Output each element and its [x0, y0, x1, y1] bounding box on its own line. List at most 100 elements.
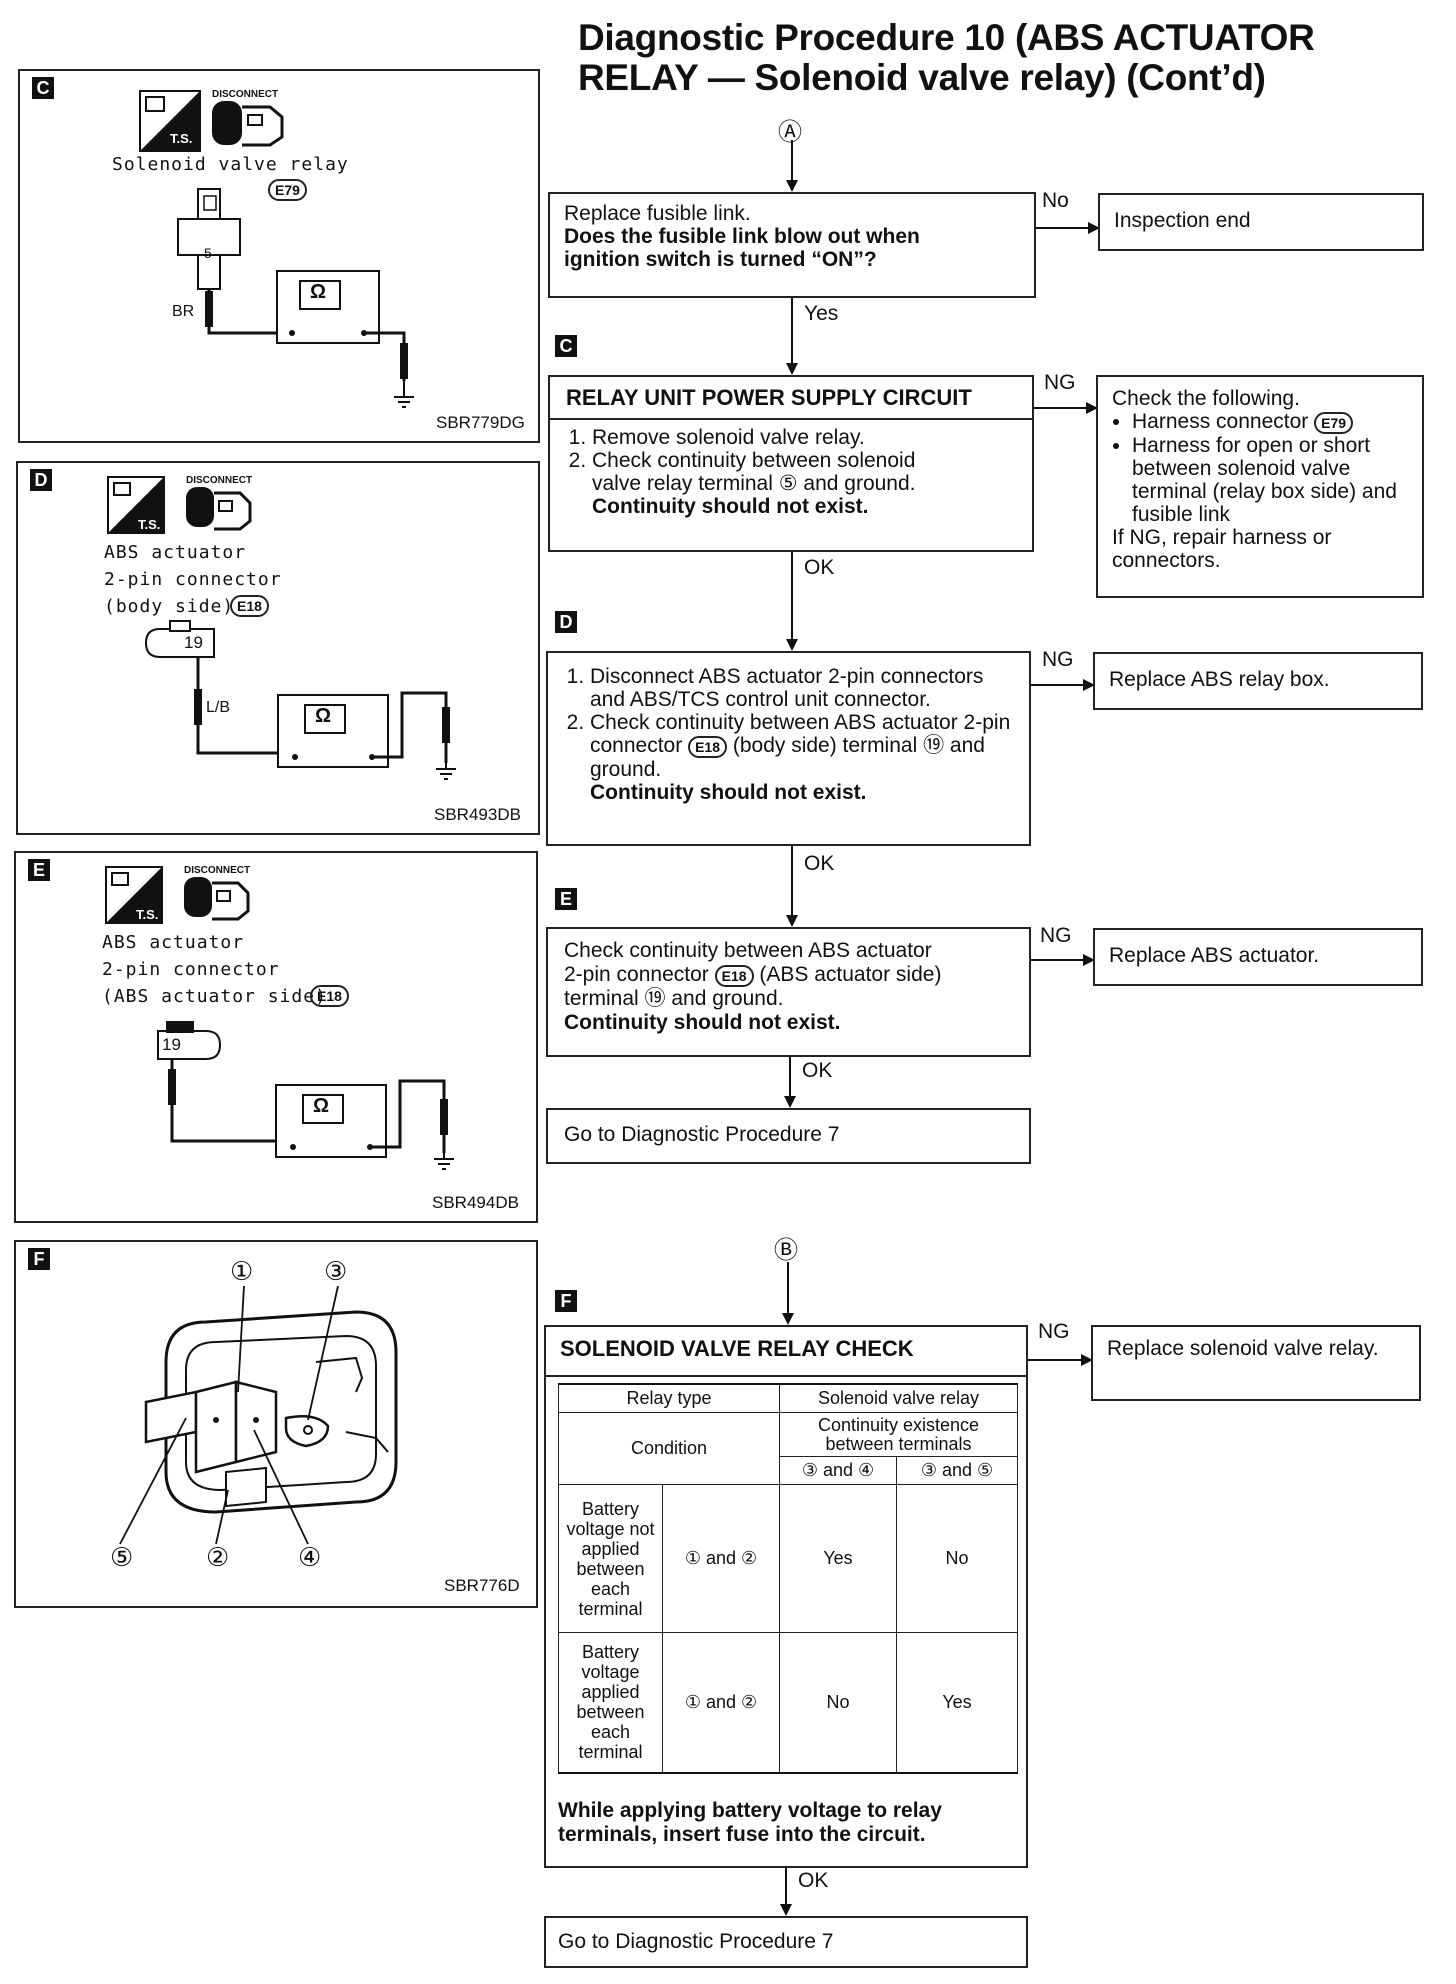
figure-e-code: SBR494DB: [432, 1193, 519, 1212]
goto-procedure-7-box-2: Go to Diagnostic Procedure 7: [544, 1916, 1028, 1968]
step-letter-d: D: [555, 611, 577, 633]
goto-procedure-7-text-2: Go to Diagnostic Procedure 7: [558, 1930, 834, 1953]
figure-d-code: SBR493DB: [434, 805, 521, 824]
row1-c1: Yes: [779, 1484, 897, 1633]
figure-d-letter: D: [30, 469, 52, 491]
step3-ng-label: NG: [1042, 648, 1074, 671]
figure-c-wire: BR: [172, 303, 195, 320]
step3-item2c: Continuity should not exist.: [590, 781, 867, 804]
figure-e-caption-3: (ABS actuator side): [102, 986, 327, 1007]
relay-type-label: Relay type: [558, 1383, 780, 1413]
step5-result-text: Replace solenoid valve relay.: [1107, 1337, 1379, 1360]
figure-d-wire: L/B: [206, 699, 231, 716]
figure-c-conn-e79: E79: [268, 179, 307, 201]
row1-terminals: ① and ②: [662, 1484, 780, 1633]
step1-question-1: Does the fusible link blow out when: [564, 225, 920, 248]
terminal-1-label: ①: [230, 1256, 254, 1286]
figure-d-disconnect: DISCONNECT: [186, 475, 253, 486]
figure-f: F ① ③ ⑤ ② ④ SBR776D: [14, 1240, 538, 1608]
disconnect-icon: [184, 877, 250, 921]
step1-yes-label: Yes: [804, 302, 839, 325]
step2-result-item1: Harness connector E79: [1132, 410, 1408, 434]
step3-item2: Check continuity between ABS actuator 2-…: [590, 711, 1013, 804]
figure-d: D DISCONNECT T.S. ABS actuator 2-pin con…: [16, 461, 540, 835]
continuity-label: Continuity existence between terminals: [779, 1412, 1018, 1457]
connector-badge-e18-actuator: E18: [714, 965, 754, 987]
row1-condition: Battery voltage not applied between each…: [558, 1484, 663, 1633]
terminal-5-label: ⑤: [110, 1542, 134, 1572]
terminal-4-label: ④: [298, 1542, 322, 1572]
figure-d-drawing: [107, 476, 456, 780]
tester-icon: [105, 866, 163, 924]
step5-header: SOLENOID VALVE RELAY CHECK: [546, 1327, 1026, 1377]
step2-result-item1-text: Harness connector: [1132, 410, 1309, 433]
figure-e-caption-2: 2-pin connector: [102, 959, 280, 980]
figure-d-conn-wrap: E18: [230, 595, 269, 617]
title-line-1: Diagnostic Procedure 10 (ABS ACTUATOR: [578, 17, 1315, 58]
step1-box: Replace fusible link. Does the fusible l…: [548, 192, 1036, 298]
step2-item2b: valve relay terminal ⑤ and ground.: [592, 472, 916, 495]
row2-c1: No: [779, 1632, 897, 1774]
figure-d-caption-2: 2-pin connector: [104, 569, 282, 590]
step2-box: RELAY UNIT POWER SUPPLY CIRCUIT Remove s…: [548, 375, 1034, 552]
marker-b: Ⓑ: [774, 1237, 798, 1264]
step3-item2a: Check continuity between ABS actuator 2-…: [590, 711, 1011, 757]
condition-label: Condition: [558, 1412, 780, 1485]
figure-c-code: SBR779DG: [436, 413, 525, 432]
relay-type-value: Solenoid valve relay: [779, 1383, 1018, 1413]
step4-box: Check continuity between ABS actuator 2-…: [546, 927, 1031, 1057]
figure-e-meter: Ω: [313, 1095, 330, 1117]
step4-line3: terminal ⑲ and ground.: [564, 987, 784, 1010]
step3-item1: Disconnect ABS actuator 2-pin connectors…: [590, 665, 1013, 711]
step2-item2: Check continuity between solenoid valve …: [592, 449, 1016, 518]
figure-d-terminal: 19: [184, 633, 203, 652]
figure-e-drawing: [105, 866, 454, 1170]
table-row: Battery voltage applied between each ter…: [558, 1632, 1018, 1774]
figure-d-caption-3: (body side): [104, 596, 235, 617]
step1-line1: Replace fusible link.: [564, 202, 751, 225]
step3-result-box: Replace ABS relay box.: [1093, 652, 1423, 710]
step2-item2c: Continuity should not exist.: [592, 495, 869, 518]
row2-terminals: ① and ②: [662, 1632, 780, 1774]
step2-result-title: Check the following.: [1112, 387, 1300, 410]
step3-box: Disconnect ABS actuator 2-pin connectors…: [546, 651, 1031, 846]
title-line-2: RELAY — Solenoid valve relay) (Cont’d): [578, 57, 1266, 98]
disconnect-icon: [212, 101, 284, 147]
step2-item2a: Check continuity between solenoid: [592, 449, 916, 472]
figure-c-letter: C: [32, 77, 54, 99]
tester-icon: [139, 90, 201, 152]
row2-c2: Yes: [896, 1632, 1018, 1774]
inspection-end-text: Inspection end: [1114, 209, 1251, 232]
figure-c-ts: T.S.: [170, 131, 193, 146]
step4-result-box: Replace ABS actuator.: [1093, 928, 1423, 986]
goto-procedure-7-text-1: Go to Diagnostic Procedure 7: [564, 1123, 840, 1146]
goto-procedure-7-box-1: Go to Diagnostic Procedure 7: [546, 1108, 1031, 1164]
figure-d-ts: T.S.: [138, 517, 161, 532]
step-letter-f: F: [555, 1290, 577, 1312]
step5-ng-label: NG: [1038, 1320, 1070, 1343]
figure-c-caption: Solenoid valve relay: [112, 154, 349, 175]
figure-e-caption-1: ABS actuator: [102, 932, 245, 953]
step-letter-e: E: [555, 888, 577, 910]
step2-ok-label: OK: [804, 556, 835, 579]
step2-ng-label: NG: [1044, 371, 1076, 394]
disconnect-icon: [186, 487, 252, 531]
figure-c-meter: Ω: [310, 281, 327, 303]
marker-a: Ⓐ: [778, 119, 802, 146]
figure-e-disconnect: DISCONNECT: [184, 865, 251, 876]
figure-c-conn-wrap: E79: [268, 179, 307, 201]
step4-line2a: 2-pin connector: [564, 963, 709, 986]
step3-result-text: Replace ABS relay box.: [1109, 668, 1330, 691]
figure-d-caption-1: ABS actuator: [104, 542, 247, 563]
step4-ng-label: NG: [1040, 924, 1072, 947]
figure-f-code: SBR776D: [444, 1576, 520, 1595]
figure-e-conn-e18: E18: [310, 985, 349, 1007]
figure-e-ts: T.S.: [136, 907, 159, 922]
connector-badge-e79: E79: [1314, 412, 1354, 434]
step2-header: RELAY UNIT POWER SUPPLY CIRCUIT: [550, 377, 1032, 420]
step2-item1: Remove solenoid valve relay.: [592, 426, 1016, 449]
terminal-3-label: ③: [324, 1256, 348, 1286]
step3-ok-label: OK: [804, 852, 835, 875]
step2-result-item2: Harness for open or short between soleno…: [1132, 434, 1408, 526]
